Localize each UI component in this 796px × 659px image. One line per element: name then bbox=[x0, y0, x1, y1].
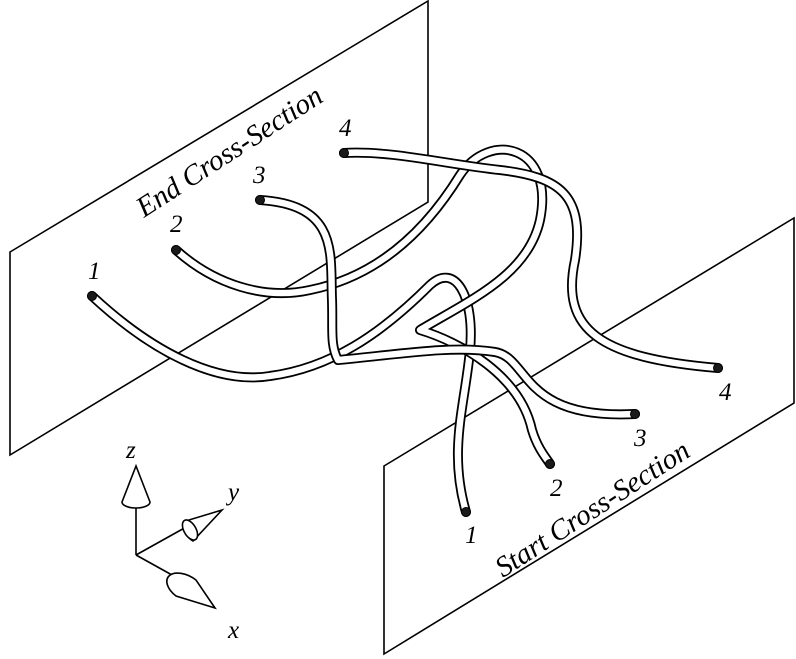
tube-3 bbox=[255, 195, 640, 420]
start-number-4: 4 bbox=[719, 379, 732, 406]
end-cross-section-plane bbox=[9, 0, 429, 457]
y-axis-line bbox=[135, 525, 189, 556]
x-axis-cone bbox=[166, 572, 217, 610]
z-axis-cone bbox=[121, 463, 151, 509]
start-number-2: 2 bbox=[550, 475, 563, 502]
tube-2-start-dot bbox=[545, 459, 555, 469]
z-axis-label: z bbox=[125, 437, 136, 464]
end-number-4: 4 bbox=[339, 115, 352, 142]
start-number-1: 1 bbox=[465, 522, 478, 549]
tube-4 bbox=[339, 147, 723, 373]
y-axis-cone-base bbox=[181, 519, 199, 541]
start-number-3: 3 bbox=[633, 425, 647, 452]
end-number-1: 1 bbox=[88, 258, 101, 285]
tube-2-end-dot bbox=[171, 245, 181, 255]
end-number-3: 3 bbox=[252, 162, 266, 189]
tube-1 bbox=[87, 272, 476, 517]
tube-1-end-dot bbox=[87, 291, 97, 301]
tube-1-start-dot bbox=[461, 507, 471, 517]
y-axis-label: y bbox=[225, 479, 240, 506]
tube-4-end-dot bbox=[339, 148, 349, 158]
start-cross-section-plane bbox=[383, 216, 795, 656]
tube-4-start-dot bbox=[713, 363, 723, 373]
x-axis-label: x bbox=[227, 617, 239, 644]
axes-triad: z y x bbox=[121, 437, 240, 644]
tube-3-start-dot bbox=[630, 409, 640, 419]
end-number-2: 2 bbox=[170, 211, 183, 238]
tube-3-end-dot bbox=[255, 195, 265, 205]
